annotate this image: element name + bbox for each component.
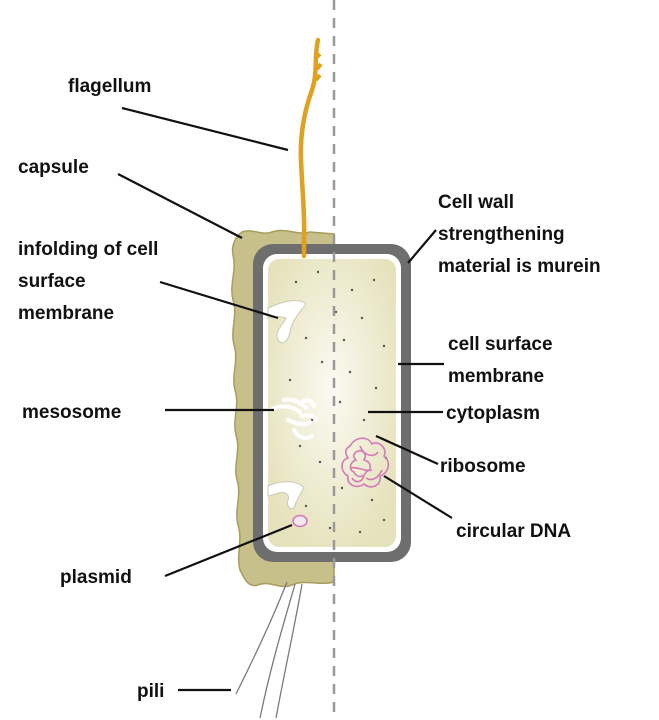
label-infolding-line1: infolding of cell <box>18 239 158 260</box>
label-ribosome: ribosome <box>440 456 526 477</box>
flagellum-dashed-tip <box>316 54 321 80</box>
label-mesosome: mesosome <box>22 402 121 423</box>
flagellum-strand <box>301 40 318 256</box>
pili-strands <box>236 582 302 718</box>
label-infolding-line2: surface <box>18 271 86 292</box>
label-cell-wall-line2: strengthening <box>438 224 565 245</box>
plasmid-ring <box>293 516 307 527</box>
leader-capsule <box>118 174 242 238</box>
label-infolding-line3: membrane <box>18 303 114 324</box>
label-cell-wall-line3: material is murein <box>438 256 601 277</box>
label-flagellum: flagellum <box>68 76 151 97</box>
label-plasmid: plasmid <box>60 567 132 588</box>
label-pili: pili <box>137 681 164 702</box>
leader-cell-wall <box>408 230 436 263</box>
label-circular-dna: circular DNA <box>456 521 571 542</box>
label-cell-surface-membrane-line1: cell surface <box>448 334 553 355</box>
leader-flagellum <box>122 108 288 150</box>
label-cell-wall-line1: Cell wall <box>438 192 514 213</box>
label-cytoplasm: cytoplasm <box>446 403 540 424</box>
label-capsule: capsule <box>18 157 89 178</box>
label-cell-surface-membrane-line2: membrane <box>448 366 544 387</box>
